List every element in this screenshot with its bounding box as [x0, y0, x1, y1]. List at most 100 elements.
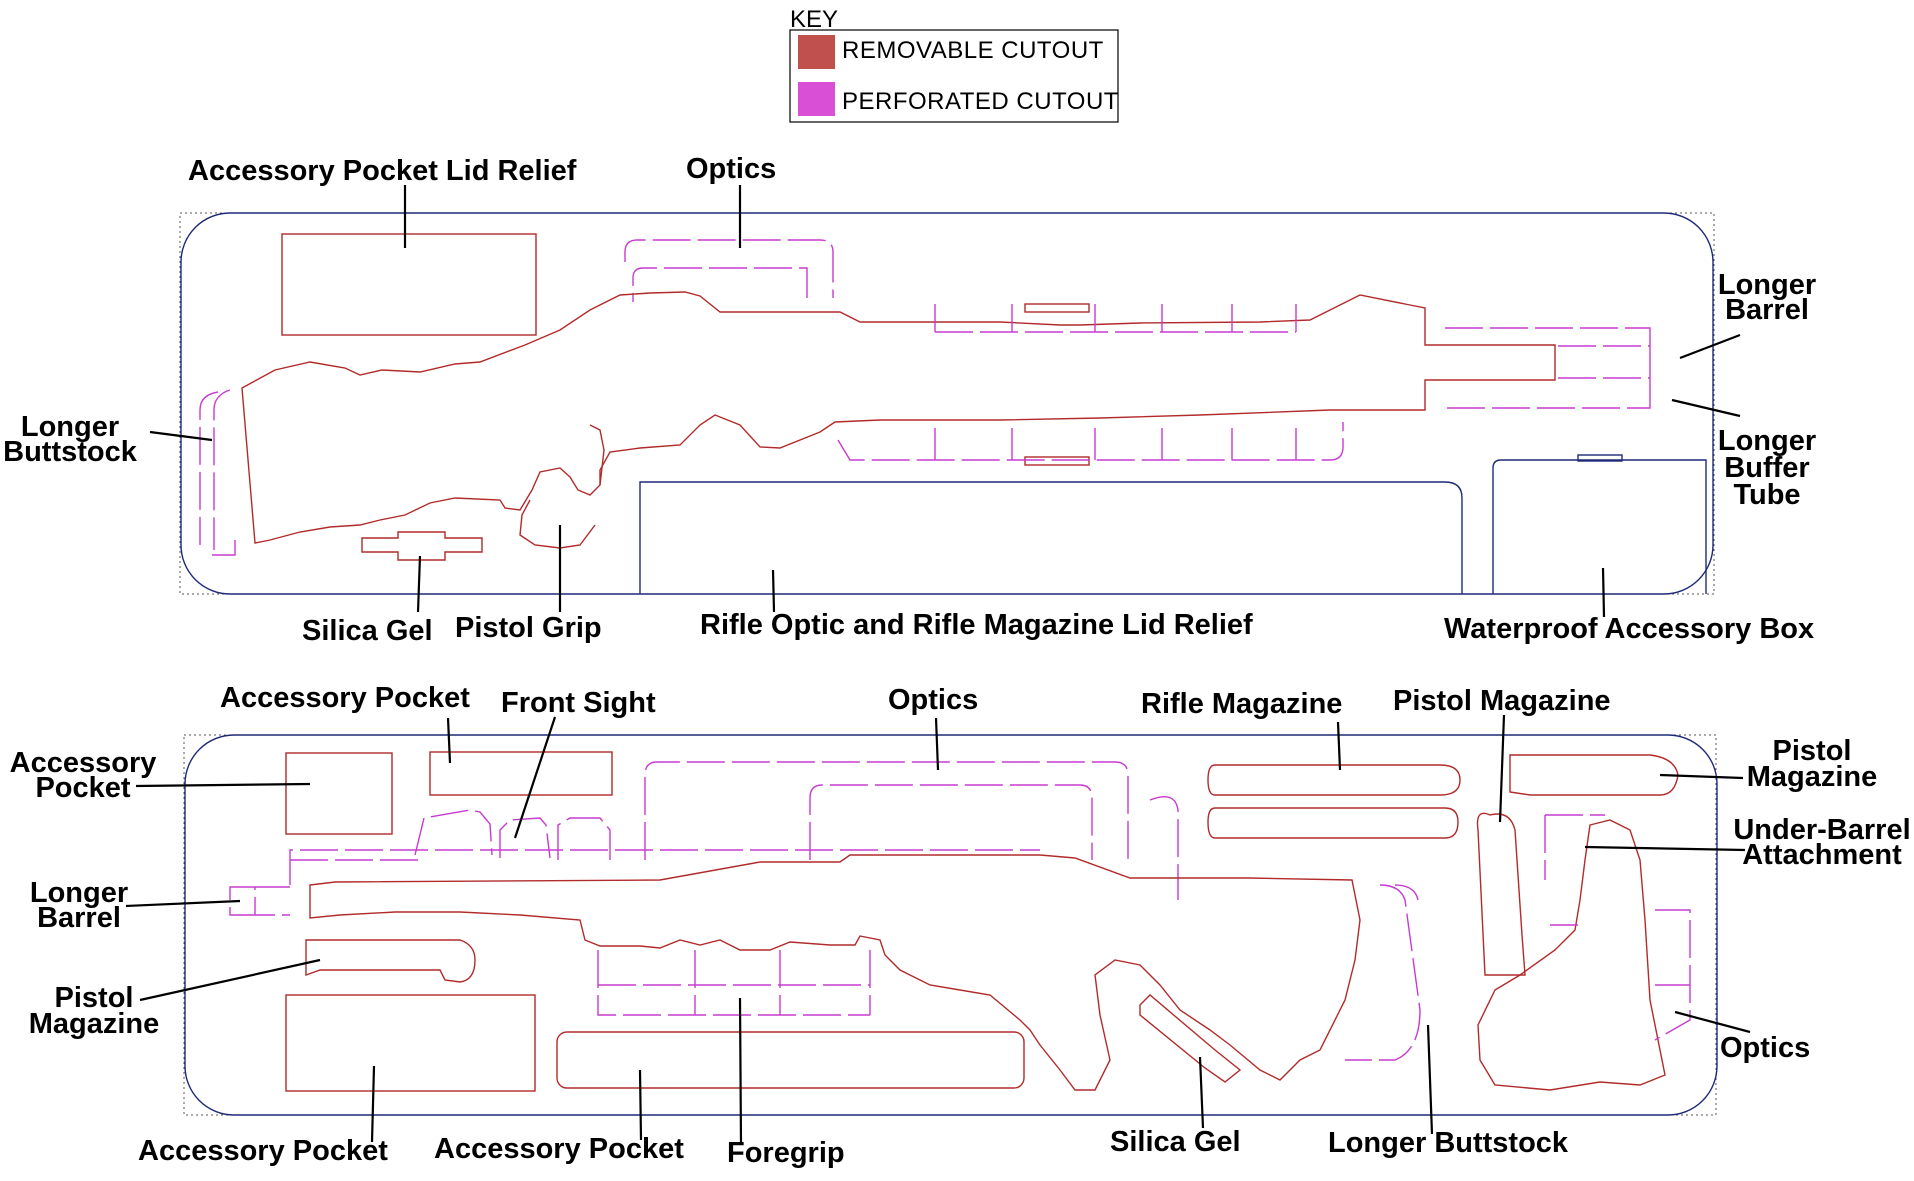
foregrip-perforated-cutout [597, 950, 871, 1016]
label-foregrip: Foregrip [727, 1137, 845, 1169]
barrel-perforated-channel [289, 849, 1040, 885]
label-optics-right: Optics [1720, 1032, 1810, 1064]
label-pistol-magazine-right-line2: Magazine [1747, 761, 1878, 793]
bottom-board-outline [184, 734, 1718, 1116]
accessory-pocket-bottom-left-cutout [285, 994, 536, 1092]
label-under-barrel-line1: Under-Barrel [1733, 814, 1910, 846]
legend-swatch-removable [798, 35, 835, 69]
pistol-magazine-vertical-cutout [1476, 812, 1526, 976]
label-longer-buttstock-bottom: Longer Buttstock [1328, 1127, 1569, 1159]
legend-label-removable: REMOVABLE CUTOUT [842, 37, 1104, 64]
silica-gel-cutout-bottom [1139, 994, 1242, 1083]
under-barrel-perforated-cutout [1544, 814, 1605, 926]
label-rifle-magazine: Rifle Magazine [1141, 688, 1342, 720]
legend-label-perforated: PERFORATED CUTOUT [842, 88, 1119, 115]
rifle-magazine-2-cutout [1207, 807, 1459, 839]
label-longer-barrel-bottom-line1: Longer [30, 877, 128, 909]
leader-rifle-magazine [1336, 721, 1342, 771]
label-longer-barrel-line2: Barrel [1725, 294, 1809, 326]
leader-pistol-magazine-top [1498, 714, 1506, 823]
label-longer-barrel-line1: Longer [1718, 269, 1816, 301]
waterproof-accessory-box-outline [1492, 459, 1707, 594]
label-pistol-magazine-right-line1: Pistol [1773, 735, 1852, 767]
rifle-optic-lid-relief-outline [639, 481, 1463, 594]
leader-silica-gel [416, 555, 422, 613]
handguard-top-perforated [934, 304, 1297, 333]
longer-buttstock-perforated-cutout [199, 389, 236, 556]
label-optics-bottom-top: Optics [888, 684, 978, 716]
legend: KEY REMOVABLE CUTOUT PERFORATED CUTOUT [789, 6, 1119, 123]
label-pistol-magazine-left-line1: Pistol [55, 982, 134, 1014]
optics-perforated-cutout-bottom [644, 761, 1179, 900]
accessory-pocket-left-cutout [285, 752, 393, 835]
rifle-cutout [241, 291, 1556, 544]
label-accessory-pocket-left-line1: Accessory [10, 747, 157, 779]
label-accessory-pocket-lid-relief: Accessory Pocket Lid Relief [188, 155, 577, 187]
optics-perforated-cutout [624, 239, 834, 302]
accessory-pocket-lid-relief-cutout [281, 233, 537, 336]
rail-slot-bottom [1024, 456, 1090, 466]
front-sight-perforated-cutout [414, 809, 611, 860]
rifle-cutout-bottom [309, 854, 1361, 1091]
leader-under-barrel [1584, 845, 1746, 852]
rifle-magazine-1-cutout [1207, 764, 1461, 796]
leader-accessory-pocket-bottom-center [638, 1069, 643, 1141]
label-longer-buffer-tube-line1: Longer [1718, 425, 1816, 457]
label-rifle-optic-lid-relief: Rifle Optic and Rifle Magazine Lid Relie… [700, 609, 1253, 641]
label-accessory-pocket-bottom-left: Accessory Pocket [138, 1135, 388, 1167]
leader-waterproof-accessory-box [1601, 567, 1606, 618]
leader-longer-buttstock [149, 430, 213, 442]
leader-longer-buffer-tube [1671, 398, 1741, 418]
bottom-board: Accessory Pocket Front Sight Optics Rifl… [10, 682, 1911, 1169]
label-silica-gel-bottom: Silica Gel [1110, 1126, 1241, 1158]
label-accessory-pocket-bottom-center: Accessory Pocket [434, 1133, 684, 1165]
leader-optics-right [1674, 1010, 1751, 1034]
leader-pistol-magazine-left [139, 958, 321, 1002]
optics-right-perforated-cutout [1654, 909, 1691, 1041]
top-board-outline [180, 212, 1714, 595]
legend-title: KEY [790, 6, 838, 33]
label-accessory-pocket-top: Accessory Pocket [220, 682, 470, 714]
label-accessory-pocket-left-line2: Pocket [35, 772, 130, 804]
label-longer-buttstock-line2: Buttstock [3, 436, 138, 468]
label-front-sight: Front Sight [501, 687, 656, 719]
label-pistol-magazine-left-line2: Magazine [29, 1008, 160, 1040]
pistol-magazine-right-cutout [1509, 754, 1679, 796]
accessory-box-latch [1577, 454, 1623, 462]
label-silica-gel-top-board: Silica Gel [302, 615, 433, 647]
legend-box [789, 29, 1119, 123]
leader-longer-barrel-bottom [125, 899, 241, 908]
label-longer-buffer-tube-line2: Buffer [1724, 452, 1809, 484]
label-pistol-grip: Pistol Grip [455, 612, 602, 644]
top-board-bounds [179, 212, 1715, 595]
accessory-pocket-top-cutout [429, 751, 613, 796]
longer-barrel-perforated-cutout [1445, 327, 1651, 409]
top-board: Accessory Pocket Lid Relief Optics Longe… [3, 153, 1816, 647]
bottom-board-bounds [183, 734, 1717, 1116]
longer-barrel-perforated-cutout-bottom [229, 886, 290, 916]
leader-silica-gel-bottom [1198, 1056, 1205, 1129]
leader-longer-barrel [1679, 333, 1741, 360]
label-longer-buttstock-line1: Longer [21, 411, 119, 443]
leader-foregrip [738, 997, 743, 1146]
leader-pistol-magazine-right [1659, 773, 1744, 780]
accessory-pocket-bottom-center-cutout [556, 1031, 1025, 1089]
leader-optics-bottom [934, 717, 940, 771]
leader-accessory-pocket-left [135, 782, 311, 788]
label-pistol-magazine-top: Pistol Magazine [1393, 685, 1611, 717]
pistol-magazine-left-cutout [305, 939, 476, 983]
handguard-bottom-perforated [837, 422, 1344, 461]
label-optics-top-board: Optics [686, 153, 776, 185]
under-barrel-attachment-cutout [1477, 819, 1666, 1091]
silica-gel-cutout [361, 531, 483, 561]
label-under-barrel-line2: Attachment [1742, 839, 1902, 871]
longer-buttstock-perforated-cutout-bottom [1345, 884, 1421, 1061]
pistol-grip-cutout [519, 424, 605, 549]
label-longer-barrel-bottom-line2: Barrel [37, 902, 121, 934]
leader-accessory-pocket-bottom-left [370, 1065, 376, 1143]
leader-longer-buttstock-bottom [1426, 1024, 1434, 1135]
legend-swatch-perforated [798, 82, 835, 116]
rail-slot-top [1024, 303, 1090, 313]
